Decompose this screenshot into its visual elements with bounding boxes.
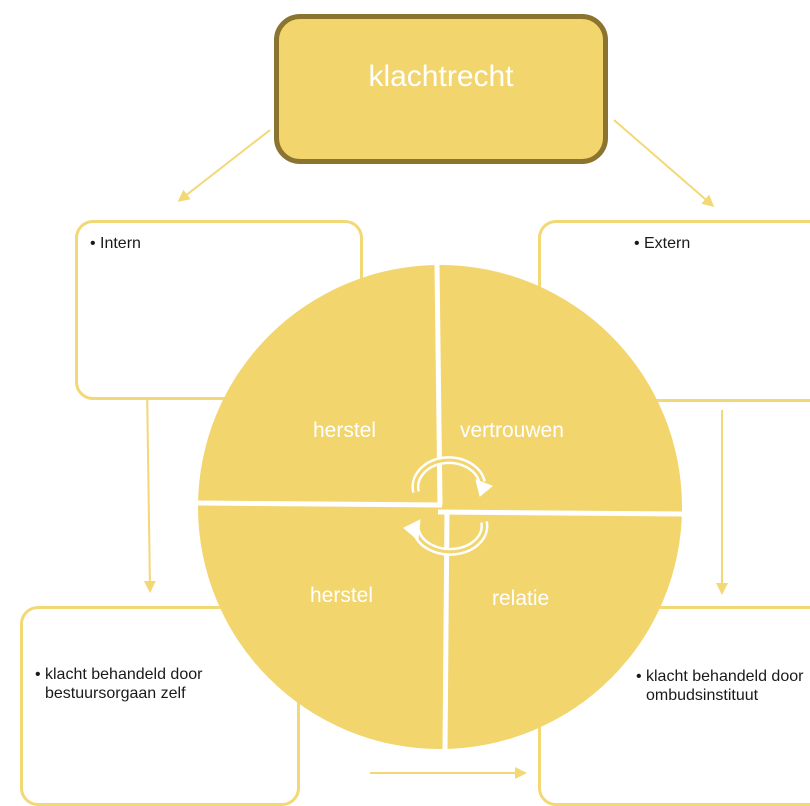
intern-item: Intern [90, 234, 141, 253]
title-box: klachtrecht [274, 14, 608, 164]
bottom-left-item: klacht behandeld door bestuursorgaan zel… [35, 665, 245, 703]
cycle-arrow-top-icon [411, 456, 493, 497]
divider-horizontal-right [437, 509, 683, 517]
quadrant-label-top-right: vertrouwen [460, 419, 564, 442]
bottom-right-text: klacht behandeld door ombudsinstituut [636, 667, 808, 705]
divider-horizontal-left [197, 500, 443, 508]
cycle-arrow-bottom-icon [403, 519, 489, 556]
extern-item: Extern [634, 234, 690, 253]
bottom-left-text: klacht behandeld door bestuursorgaan zel… [35, 665, 245, 703]
bottom-right-item: klacht behandeld door ombudsinstituut [636, 667, 808, 705]
extern-text: Extern [634, 234, 690, 253]
divider-vertical-top [434, 264, 443, 506]
title-text: klachtrecht [368, 60, 514, 93]
divider-vertical-bottom [442, 509, 450, 751]
quadrant-label-bottom-left: herstel [310, 584, 374, 607]
quadrant-label-top-left: herstel [313, 419, 377, 442]
arrow-to-extern [613, 119, 715, 207]
arrow-intern-down [143, 384, 156, 593]
quadrant-label-bottom-right: relatie [492, 587, 550, 610]
intern-text: Intern [90, 234, 141, 253]
arrow-to-intern [177, 129, 271, 202]
